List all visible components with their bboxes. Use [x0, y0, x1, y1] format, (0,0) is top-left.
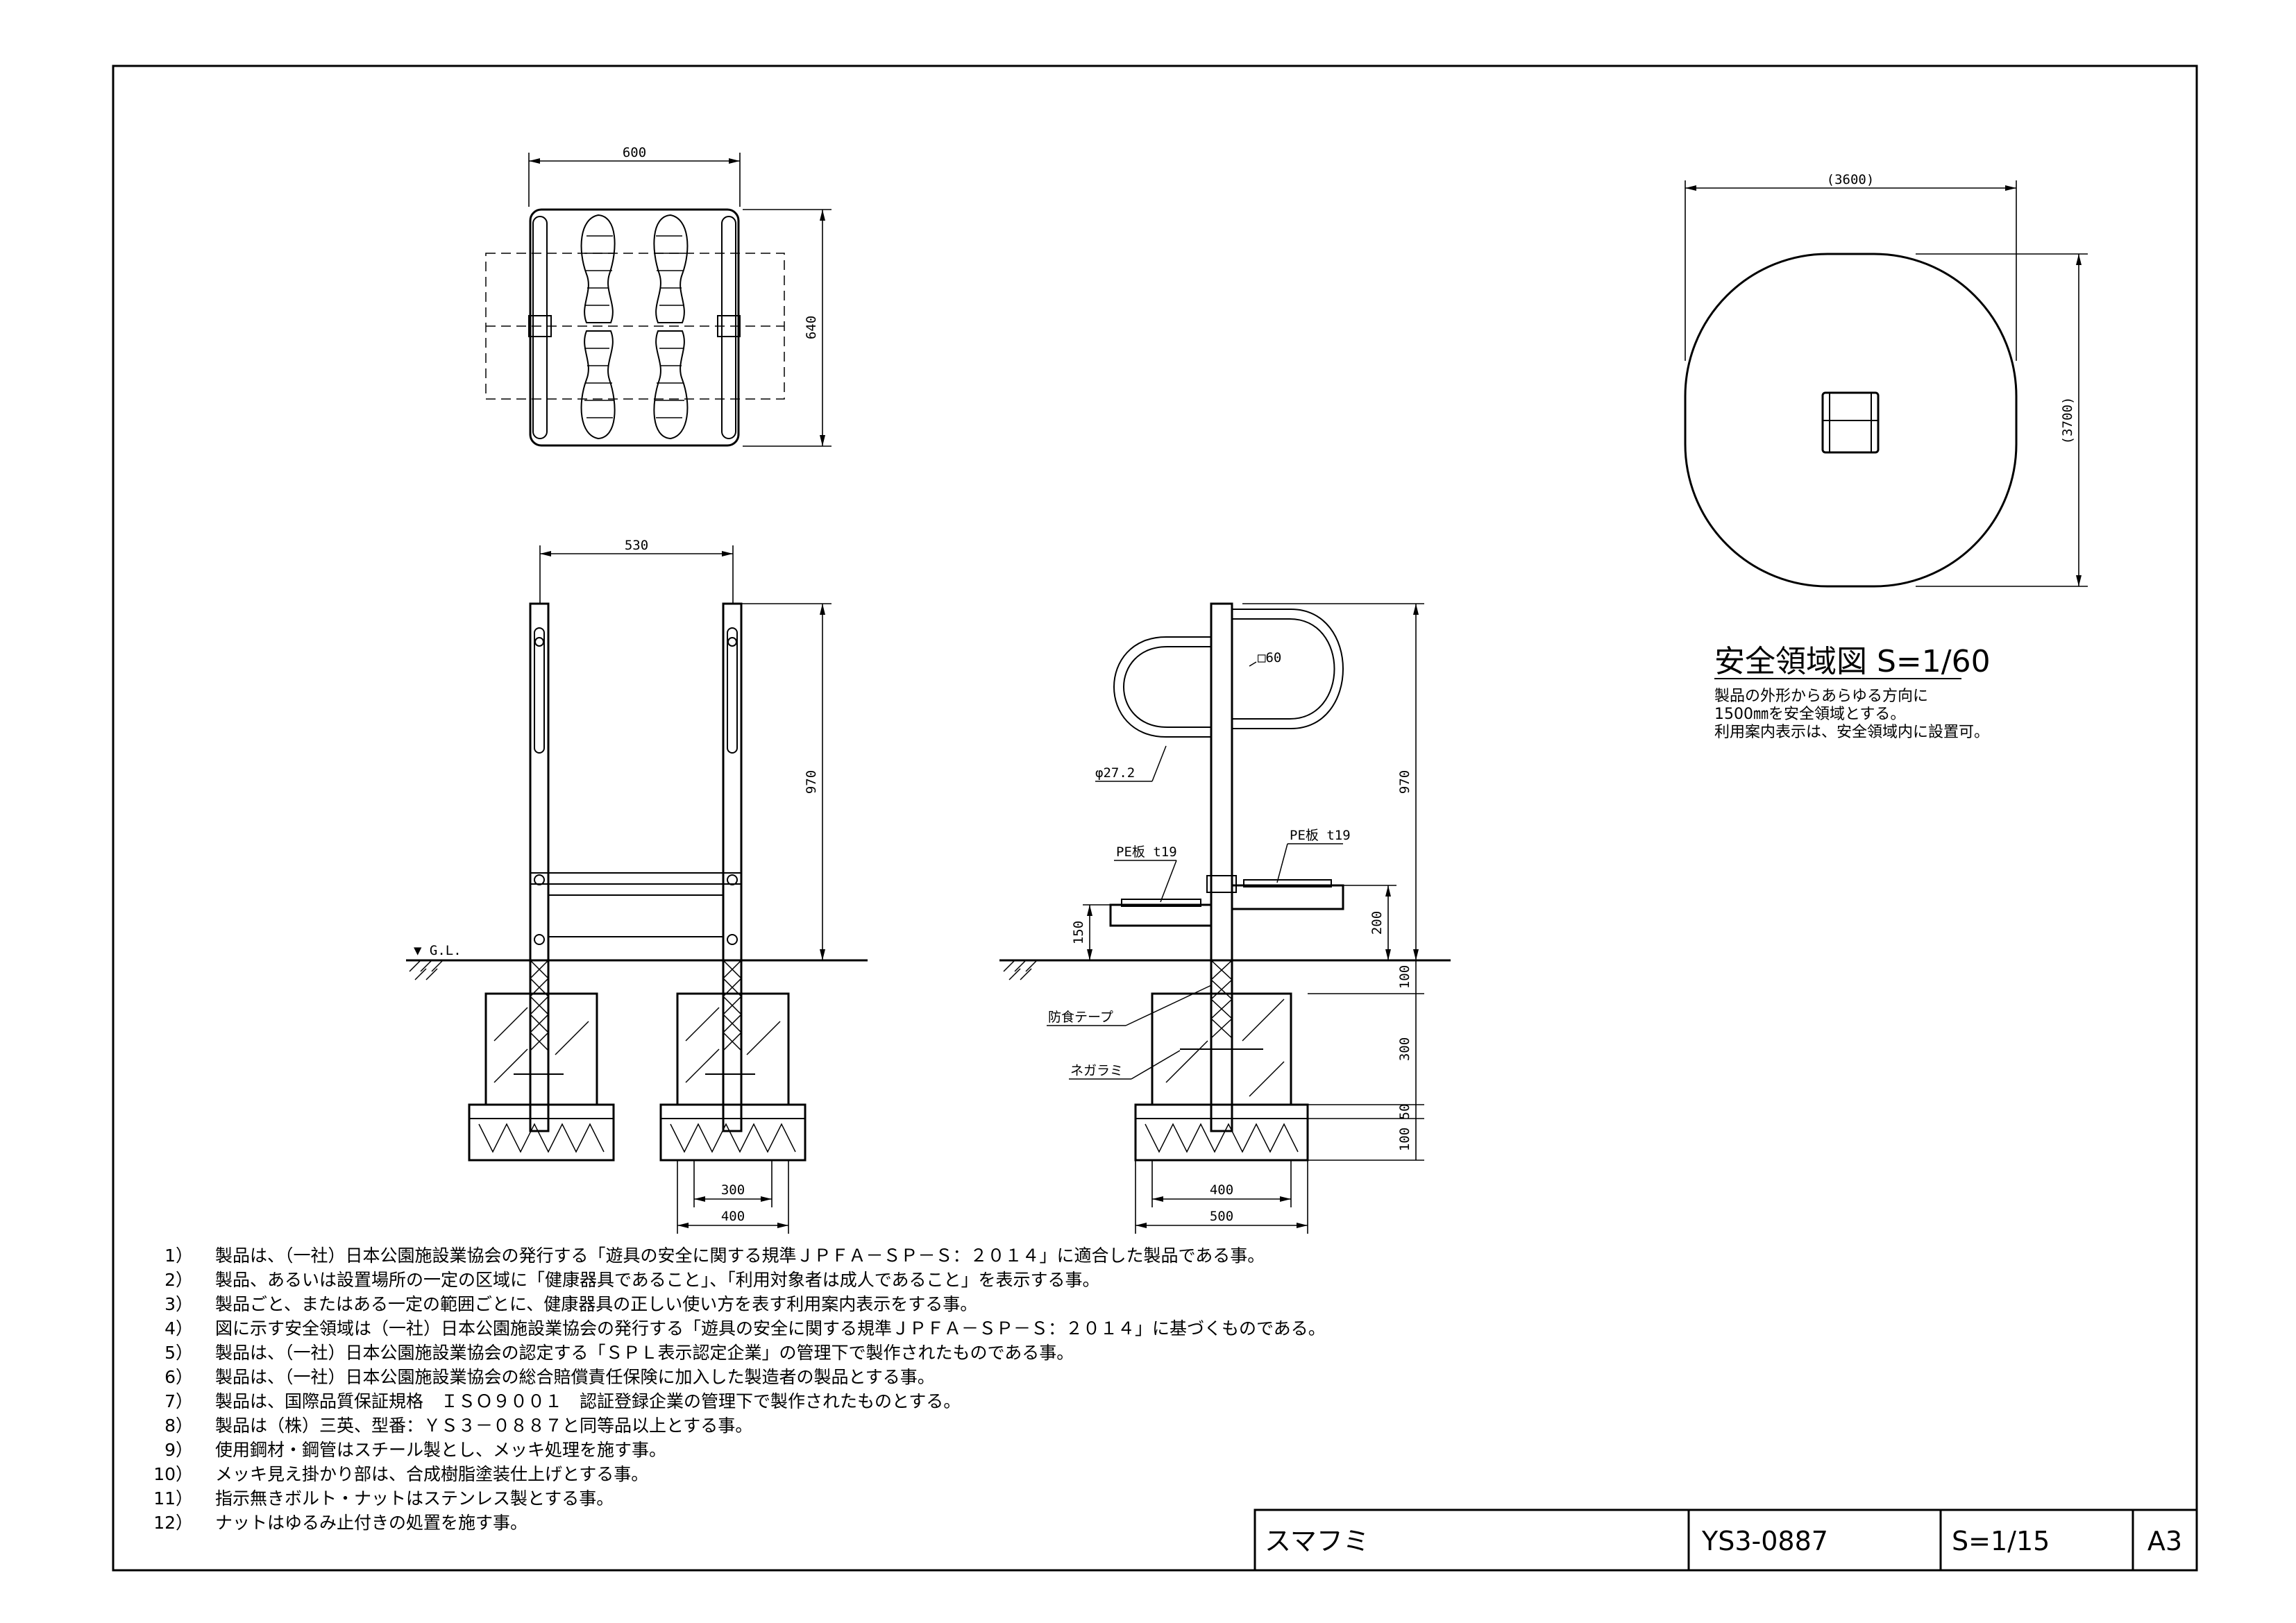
dim-safety-width: (3600)	[1827, 172, 1875, 187]
label-pe-right: PE板 t19	[1290, 828, 1351, 843]
note-text: 製品は、国際品質保証規格 ＩＳＯ９００１ 認証登録企業の管理下で製作されたものと…	[215, 1391, 961, 1411]
safety-area-view: (3600) (3700) 安全領域図 S=1/60 製品の外形からあらゆる方向…	[1684, 172, 2088, 741]
dim-front-width: 530	[625, 538, 648, 553]
title-block-name: スマフミ	[1265, 1526, 1369, 1556]
note-number: 6）	[164, 1367, 193, 1387]
dim-step-low: 150	[1071, 921, 1086, 944]
label-anticorrosion: 防食テープ	[1048, 1010, 1113, 1025]
label-anchor: ネガラミ	[1070, 1063, 1123, 1078]
title-block-size: A3	[2147, 1526, 2182, 1556]
note-text: 製品ごと、またはある一定の範囲ごとに、健康器具の正しい使い方を表す利用案内表示を…	[215, 1294, 977, 1314]
dim-foot-inner: 300	[721, 1182, 745, 1198]
safety-area-outline	[1684, 253, 2018, 588]
sheet-border	[112, 65, 2198, 1572]
title-block-model: YS3-0887	[1701, 1526, 1828, 1556]
title-block-scale: S=1/15	[1952, 1526, 2050, 1556]
note-text: 使用鋼材・鋼管はスチール製とし、メッキ処理を施す事。	[215, 1440, 666, 1460]
note-number: 9）	[164, 1440, 193, 1460]
note-text: 製品は、（一社）日本公園施設業協会の総合賠償責任保険に加入した製造者の製品とする…	[215, 1367, 935, 1387]
dim-top-width: 600	[623, 145, 646, 160]
notes-list: 1） 製品は、（一社）日本公園施設業協会の発行する「遊具の安全に関する規準ＪＰＦ…	[153, 1246, 1326, 1533]
dim-top-height: 640	[804, 316, 819, 339]
note-text: 図に示す安全領域は（一社）日本公園施設業協会の発行する「遊具の安全に関する規準Ｊ…	[215, 1318, 1326, 1339]
safety-area-line: 製品の外形からあらゆる方向に	[1714, 688, 1928, 705]
note-number: 1）	[164, 1246, 193, 1266]
note-text: 製品は、（一社）日本公園施設業協会の発行する「遊具の安全に関する規準ＪＰＦＡ－Ｓ…	[215, 1246, 1265, 1266]
note-number: 10）	[153, 1464, 193, 1484]
note-number: 7）	[164, 1391, 193, 1411]
top-view: 600 640	[485, 145, 832, 447]
safety-area-line: 1500㎜を安全領域とする。	[1714, 706, 1905, 723]
front-view: 530 970 ▼ G.L.	[406, 538, 868, 1234]
note-number: 8）	[164, 1416, 193, 1436]
dim-foot-outer: 400	[721, 1209, 745, 1224]
note-text: メッキ見え掛かり部は、合成樹脂塗装仕上げとする事。	[215, 1464, 648, 1484]
dim-step-high: 200	[1369, 911, 1385, 935]
side-view: 970 100 300 50 100 150 200 400 500	[999, 602, 1451, 1234]
note-text: ナットはゆるみ止付きの処置を施す事。	[215, 1513, 527, 1533]
safety-area-title: 安全領域図 S=1/60	[1714, 644, 1991, 679]
dim-side-50: 50	[1397, 1104, 1412, 1120]
note-text: 指示無きボルト・ナットはステンレス製とする事。	[215, 1488, 614, 1509]
note-number: 5）	[164, 1343, 193, 1363]
note-number: 3）	[164, 1294, 193, 1314]
safety-area-line: 利用案内表示は、安全領域内に設置可。	[1714, 724, 1989, 741]
label-tube: φ27.2	[1095, 765, 1135, 781]
dim-safety-height: (3700)	[2060, 397, 2075, 445]
dim-side-100b: 100	[1397, 1128, 1412, 1151]
dim-side-100a: 100	[1397, 965, 1412, 989]
note-text: 製品は（株）三英、型番：ＹＳ３－０８８７と同等品以上とする事。	[215, 1416, 752, 1436]
note-number: 12）	[153, 1513, 193, 1533]
title-block: スマフミ YS3-0887 S=1/15 A3	[1253, 1509, 2198, 1572]
label-pe-left: PE板 t19	[1116, 844, 1177, 860]
note-number: 4）	[164, 1318, 193, 1339]
ground-level-label: ▼ G.L.	[414, 943, 462, 958]
note-number: 11）	[153, 1488, 193, 1509]
note-number: 2）	[164, 1270, 193, 1290]
dim-side-300: 300	[1397, 1037, 1412, 1061]
note-text: 製品は、（一社）日本公園施設業協会の認定する「ＳＰＬ表示認定企業」の管理下で製作…	[215, 1343, 1074, 1363]
label-pipe: □60	[1258, 650, 1281, 665]
note-text: 製品、あるいは設置場所の一定の区域に「健康器具であること」、「利用対象者は成人で…	[215, 1270, 1100, 1290]
dim-base-outer: 500	[1210, 1209, 1233, 1224]
dim-front-height: 970	[804, 770, 819, 794]
dim-base-inner: 400	[1210, 1182, 1233, 1198]
dim-side-height: 970	[1397, 770, 1412, 794]
